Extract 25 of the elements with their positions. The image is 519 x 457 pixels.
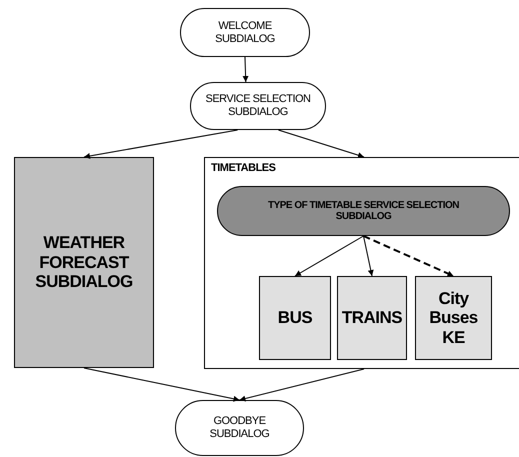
arrow — [239, 368, 364, 402]
dashed-arrow — [363, 235, 454, 277]
arrow — [363, 236, 374, 276]
process-box — [259, 276, 331, 360]
arrow — [242, 56, 249, 82]
node-label: SERVICE SELECTION SUBDIALOG — [204, 93, 312, 119]
node-label: TYPE OF TIMETABLE SERVICE SELECTION SUBDIALOG — [266, 200, 460, 222]
node-label: GOODBYE SUBDIALOG — [208, 415, 270, 441]
process-box — [14, 157, 154, 368]
node-label: TRAINS — [340, 308, 404, 328]
group-container — [204, 157, 519, 369]
start-terminal — [180, 8, 310, 57]
arrow — [278, 130, 364, 158]
arrow — [84, 130, 238, 159]
node-label: City Buses KE — [428, 288, 479, 348]
process-terminal — [217, 186, 510, 236]
node-label: BUS — [276, 308, 314, 328]
process-box — [337, 276, 407, 360]
arrow — [84, 368, 240, 402]
arrow — [294, 236, 364, 276]
process-terminal — [190, 82, 326, 130]
node-label: WELCOME SUBDIALOG — [214, 20, 276, 46]
node-label: WEATHER FORECAST SUBDIALOG — [34, 233, 134, 292]
process-box — [415, 276, 492, 360]
group-heading: TIMETABLES — [210, 161, 276, 175]
